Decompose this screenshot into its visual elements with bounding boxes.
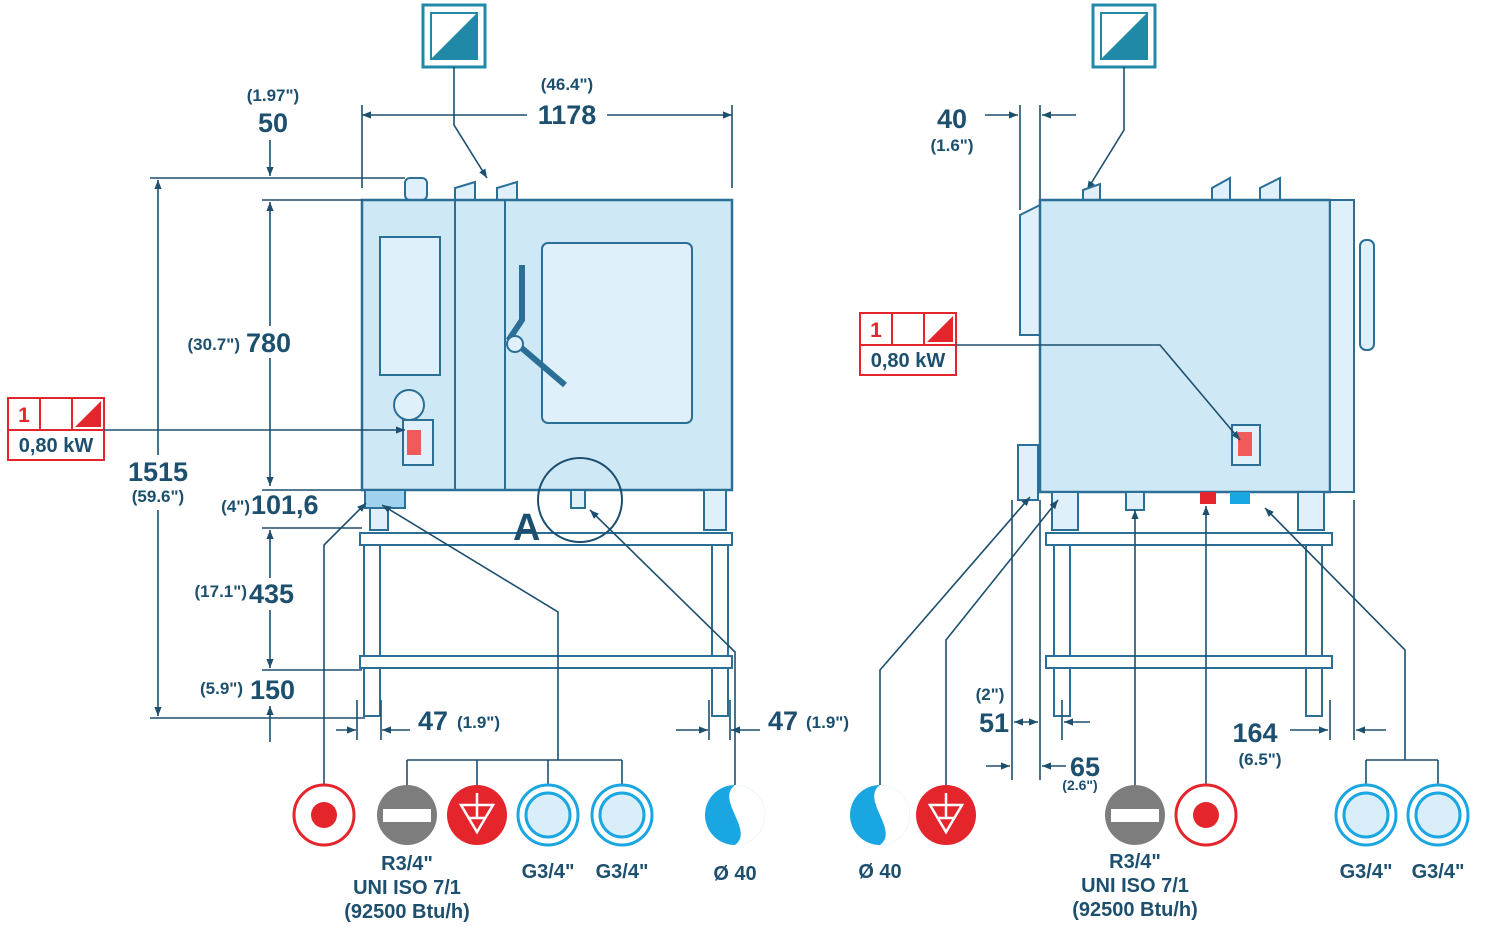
side-phase-label: 1 [870, 319, 882, 342]
width-label: 1178 [538, 100, 597, 130]
top-offset-label: 50 [258, 108, 288, 138]
side-drain-label: Ø 40 [858, 861, 901, 883]
side-water-label-1: G3/4" [1340, 861, 1393, 883]
front-view: A (46.4") 1178 (1.97") 50 1515 (59.6") (… [7, 3, 849, 790]
right-offset-inch-label: (1.9") [806, 713, 849, 732]
top-offset-inch-label: (1.97") [247, 86, 299, 105]
side-d2-label: 65 [1070, 752, 1100, 782]
side-power-label: 0,80 kW [871, 350, 946, 372]
side-gas-label-2: UNI ISO 7/1 [1081, 875, 1189, 897]
width-inch-label: (46.4") [541, 75, 593, 94]
water-icon [1406, 783, 1470, 847]
front-drain-label: Ø 40 [713, 863, 756, 885]
front-power-label: 0,80 kW [19, 435, 94, 457]
earth-icon [447, 785, 507, 845]
electric-icon [292, 783, 356, 847]
front-gas-label-1: R3/4" [381, 853, 433, 875]
body-height-label: 780 [246, 328, 291, 358]
side-gas-label-3: (92500 Btu/h) [1072, 899, 1198, 921]
side-d3-inch-label: (6.5") [1238, 750, 1281, 769]
leg-inch-label: (17.1") [195, 582, 247, 601]
detail-label: A [513, 507, 540, 549]
gas-icon [1105, 785, 1165, 845]
side-gas-label-1: R3/4" [1109, 851, 1161, 873]
total-height-label: 1515 [128, 457, 188, 487]
earth-icon [916, 785, 976, 845]
total-height-inch-label: (59.6") [132, 487, 184, 506]
front-vent-header-icon [421, 3, 487, 69]
base-height-label: 101,6 [251, 490, 319, 520]
leg-height-label: 435 [249, 579, 294, 609]
left-offset-label: 47 [418, 706, 448, 736]
side-oven-body [1017, 176, 1375, 501]
side-vent-header-icon [1091, 3, 1157, 69]
side-d3-label: 164 [1232, 718, 1277, 748]
front-gas-label-2: UNI ISO 7/1 [353, 877, 461, 899]
front-water-label-1: G3/4" [522, 861, 575, 883]
electric-icon [1174, 783, 1238, 847]
side-view: 40 (1.6") [859, 3, 1439, 793]
side-d1-inch-label: (2") [976, 685, 1005, 704]
side-water-label-2: G3/4" [1412, 861, 1465, 883]
side-stand [1045, 491, 1333, 717]
right-offset-label: 47 [768, 706, 798, 736]
water-icon [516, 783, 580, 847]
side-d2-inch-label: (2.6") [1062, 777, 1097, 793]
front-gas-label-3: (92500 Btu/h) [344, 901, 470, 923]
gas-icon [377, 785, 437, 845]
front-power-badge: 1 0,80 kW [7, 397, 105, 461]
base-inch-label: (4") [221, 497, 250, 516]
side-top-inch-label: (1.6") [930, 136, 973, 155]
drain-icon [850, 785, 910, 845]
side-d1-label: 51 [979, 708, 1009, 738]
foot-inch-label: (5.9") [200, 679, 243, 698]
side-top-label: 40 [937, 104, 967, 134]
left-offset-inch-label: (1.9") [457, 713, 500, 732]
front-water-label-2: G3/4" [596, 861, 649, 883]
foot-height-label: 150 [250, 675, 295, 705]
water-icon [1334, 783, 1398, 847]
drain-icon [705, 785, 765, 845]
water-icon [590, 783, 654, 847]
side-power-badge: 1 0,80 kW [859, 312, 957, 376]
front-phase-label: 1 [18, 404, 30, 427]
body-height-inch-label: (30.7") [188, 335, 240, 354]
front-stand [359, 457, 733, 717]
front-oven-body [360, 177, 734, 492]
